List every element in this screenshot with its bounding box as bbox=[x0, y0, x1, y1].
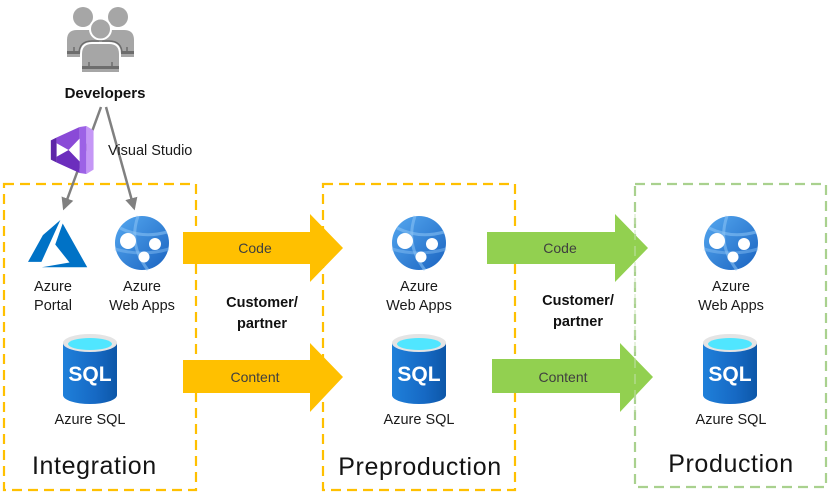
azure-logo-icon bbox=[28, 220, 88, 268]
azure-web-apps-label: Azure Web Apps bbox=[374, 278, 464, 316]
sql-icon-text: SQL bbox=[708, 363, 751, 386]
azure-sql-label: Azure SQL bbox=[695, 412, 767, 428]
actor-line2: partner bbox=[237, 316, 287, 332]
connector-to-web-apps bbox=[104, 106, 138, 211]
web-apps-icon bbox=[113, 214, 171, 272]
service-name-line2: Web Apps bbox=[109, 298, 175, 314]
actor-line1: Customer/ bbox=[542, 293, 614, 309]
people-group-icon bbox=[67, 7, 134, 74]
content-promotion-arrow bbox=[183, 343, 343, 412]
code-arrow-label: Code bbox=[543, 240, 577, 256]
azure-sql-label: Azure SQL bbox=[383, 412, 455, 428]
azure-portal-label: Azure Portal bbox=[13, 278, 93, 316]
azure-sql-label: Azure SQL bbox=[54, 412, 126, 428]
azure-web-apps-label: Azure Web Apps bbox=[686, 278, 776, 316]
code-arrow-label: Code bbox=[238, 240, 272, 256]
content-arrow-label: Content bbox=[230, 369, 280, 385]
integration-stage-box bbox=[2, 182, 198, 492]
web-apps-icon bbox=[702, 214, 760, 272]
customer-partner-label: Customer/ partner bbox=[528, 291, 628, 333]
service-name-line2: Web Apps bbox=[386, 298, 452, 314]
service-name-line2: Web Apps bbox=[698, 298, 764, 314]
sql-icon-text: SQL bbox=[68, 363, 111, 386]
preproduction-stage-box bbox=[321, 182, 517, 492]
actor-line1: Customer/ bbox=[226, 295, 298, 311]
service-name-line1: Azure bbox=[712, 279, 750, 295]
code-promotion-arrow bbox=[487, 214, 648, 282]
preproduction-stage-title: Preproduction bbox=[338, 453, 502, 481]
sql-database-icon: SQL bbox=[703, 334, 757, 404]
customer-partner-label: Customer/ partner bbox=[212, 293, 312, 335]
service-name-line2: Portal bbox=[34, 298, 72, 314]
production-stage-title: Production bbox=[668, 450, 794, 478]
developers-label: Developers bbox=[64, 85, 146, 102]
visual-studio-label: Visual Studio bbox=[108, 143, 193, 159]
content-promotion-arrow bbox=[492, 343, 653, 412]
integration-stage-title: Integration bbox=[32, 452, 157, 480]
sql-icon-text: SQL bbox=[397, 363, 440, 386]
code-promotion-arrow bbox=[183, 214, 343, 282]
service-name-line1: Azure bbox=[34, 279, 72, 295]
service-name-line1: Azure bbox=[123, 279, 161, 295]
azure-web-apps-label: Azure Web Apps bbox=[97, 278, 187, 316]
sql-database-icon: SQL bbox=[392, 334, 446, 404]
service-name-line1: Azure bbox=[400, 279, 438, 295]
content-arrow-label: Content bbox=[538, 369, 588, 385]
sql-database-icon: SQL bbox=[63, 334, 117, 404]
web-apps-icon bbox=[390, 214, 448, 272]
actor-line2: partner bbox=[553, 314, 603, 330]
visual-studio-icon bbox=[50, 126, 94, 174]
